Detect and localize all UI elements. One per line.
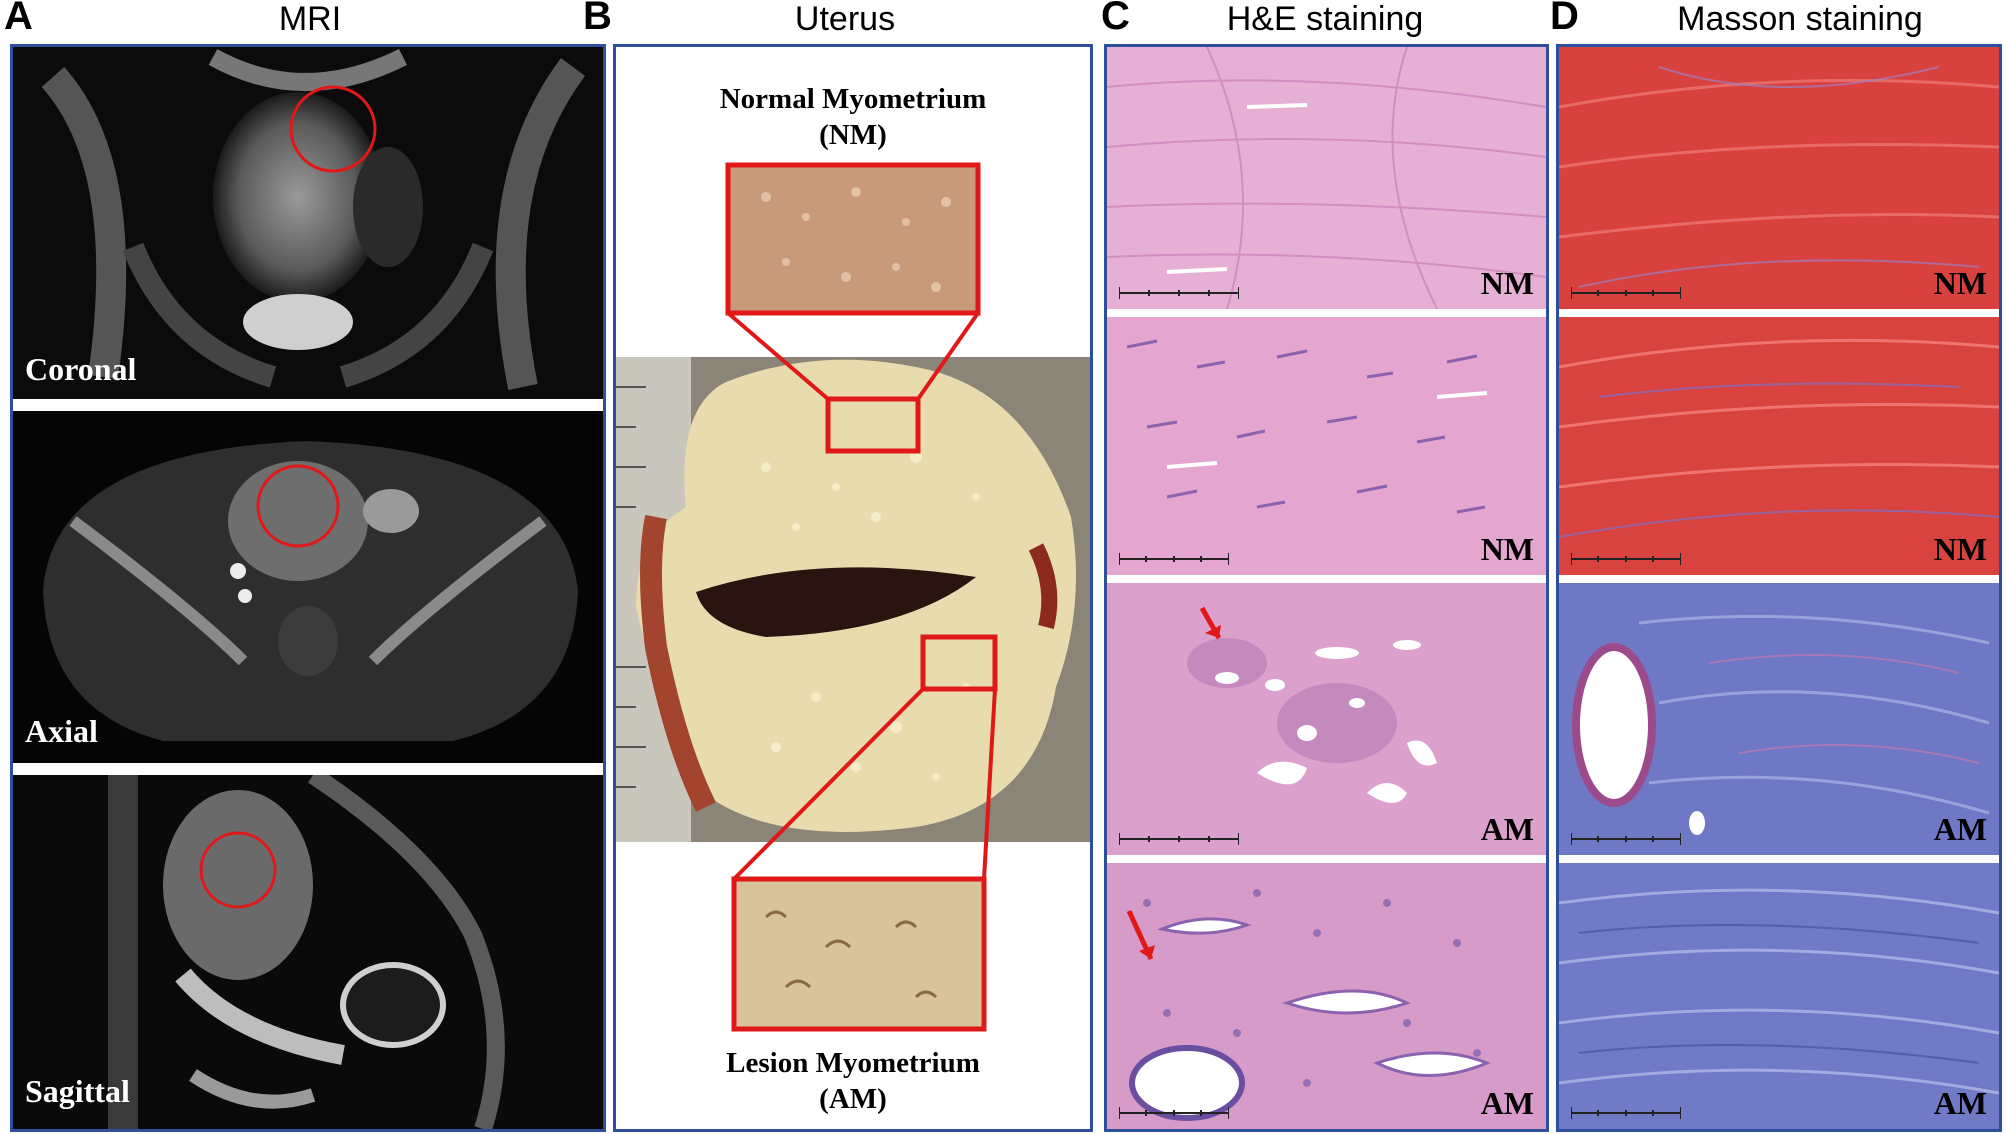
mri-sagittal-image: Sagittal [13, 775, 603, 1129]
masson-nm-high-mag-image: NM [1559, 317, 1999, 575]
he-label-nm: NM [1480, 265, 1534, 301]
mri-axial-image: Axial [13, 411, 603, 763]
mri-label-axial: Axial [25, 713, 98, 749]
he-label-nm: NM [1480, 531, 1534, 567]
panel-letter-c: C [1101, 0, 1130, 38]
mri-separator [13, 399, 603, 411]
he-label-am: AM [1480, 1085, 1534, 1121]
panel-title-masson-staining: Masson staining [1677, 0, 1923, 38]
scale-bar [1571, 553, 1681, 565]
tile-separator [1107, 855, 1546, 863]
tile-separator [1559, 855, 1999, 863]
he-am-low-mag-image: AM [1107, 583, 1546, 855]
mri-label-coronal: Coronal [25, 351, 137, 387]
mri-sagittal-lesion-circle [199, 831, 277, 909]
panel-letter-b: B [583, 0, 612, 38]
panel-letter-a: A [4, 0, 33, 38]
normal-myometrium-roi [825, 396, 921, 454]
panel-letter-d: D [1550, 0, 1579, 38]
panel-title-mri: MRI [278, 0, 342, 38]
scale-bar [1119, 287, 1239, 299]
uterus-specimen-figure [616, 162, 1090, 1032]
scale-bar [1571, 1107, 1681, 1119]
tile-separator [1107, 309, 1546, 317]
panel-title-he-staining: H&E staining [1226, 0, 1424, 38]
scale-bar [1571, 287, 1681, 299]
tile-separator [1559, 575, 1999, 583]
mri-panel: Coronal Axial Sagittal [10, 44, 606, 1132]
mri-coronal-image: Coronal [13, 47, 603, 399]
masson-nm-low-mag-image: NM [1559, 47, 1999, 309]
mri-coronal-lesion-circle [289, 85, 377, 173]
scale-bar [1119, 553, 1229, 565]
he-am-high-mag-image: AM [1107, 863, 1546, 1129]
masson-label-nm: NM [1933, 531, 1987, 567]
masson-label-nm: NM [1933, 265, 1987, 301]
masson-staining-panel: NM NM AM [1556, 44, 2002, 1132]
masson-label-am: AM [1933, 1085, 1987, 1121]
he-staining-panel: NM NM [1104, 44, 1549, 1132]
caption-normal-line1: Normal Myometrium [719, 83, 987, 115]
masson-am-low-mag-image: AM [1559, 583, 1999, 855]
scale-bar [1119, 1107, 1229, 1119]
he-nm-low-mag-image: NM [1107, 47, 1546, 309]
lesion-myometrium-inset [731, 876, 987, 1032]
normal-myometrium-inset [725, 162, 981, 316]
he-nm-high-mag-image: NM [1107, 317, 1546, 575]
scale-bar [1571, 833, 1681, 845]
tile-separator [1107, 575, 1546, 583]
lesion-myometrium-roi [920, 634, 998, 692]
caption-lesion-line1: Lesion Myometrium [726, 1047, 980, 1079]
uterus-panel: Normal Myometrium (NM) [613, 44, 1093, 1132]
caption-lesion-myometrium: Lesion Myometrium (AM) [616, 1045, 1090, 1118]
masson-label-am: AM [1933, 811, 1987, 847]
caption-lesion-line2: (AM) [819, 1083, 887, 1116]
caption-normal-line2: (NM) [819, 119, 887, 152]
panel-title-uterus: Uterus [794, 0, 896, 38]
mri-axial-lesion-circle [256, 464, 340, 548]
scale-bar [1119, 833, 1239, 845]
masson-am-high-mag-image: AM [1559, 863, 1999, 1129]
tile-separator [1559, 309, 1999, 317]
mri-label-sagittal: Sagittal [25, 1073, 130, 1109]
mri-separator [13, 763, 603, 775]
caption-normal-myometrium: Normal Myometrium (NM) [616, 81, 1090, 154]
he-label-am: AM [1480, 811, 1534, 847]
